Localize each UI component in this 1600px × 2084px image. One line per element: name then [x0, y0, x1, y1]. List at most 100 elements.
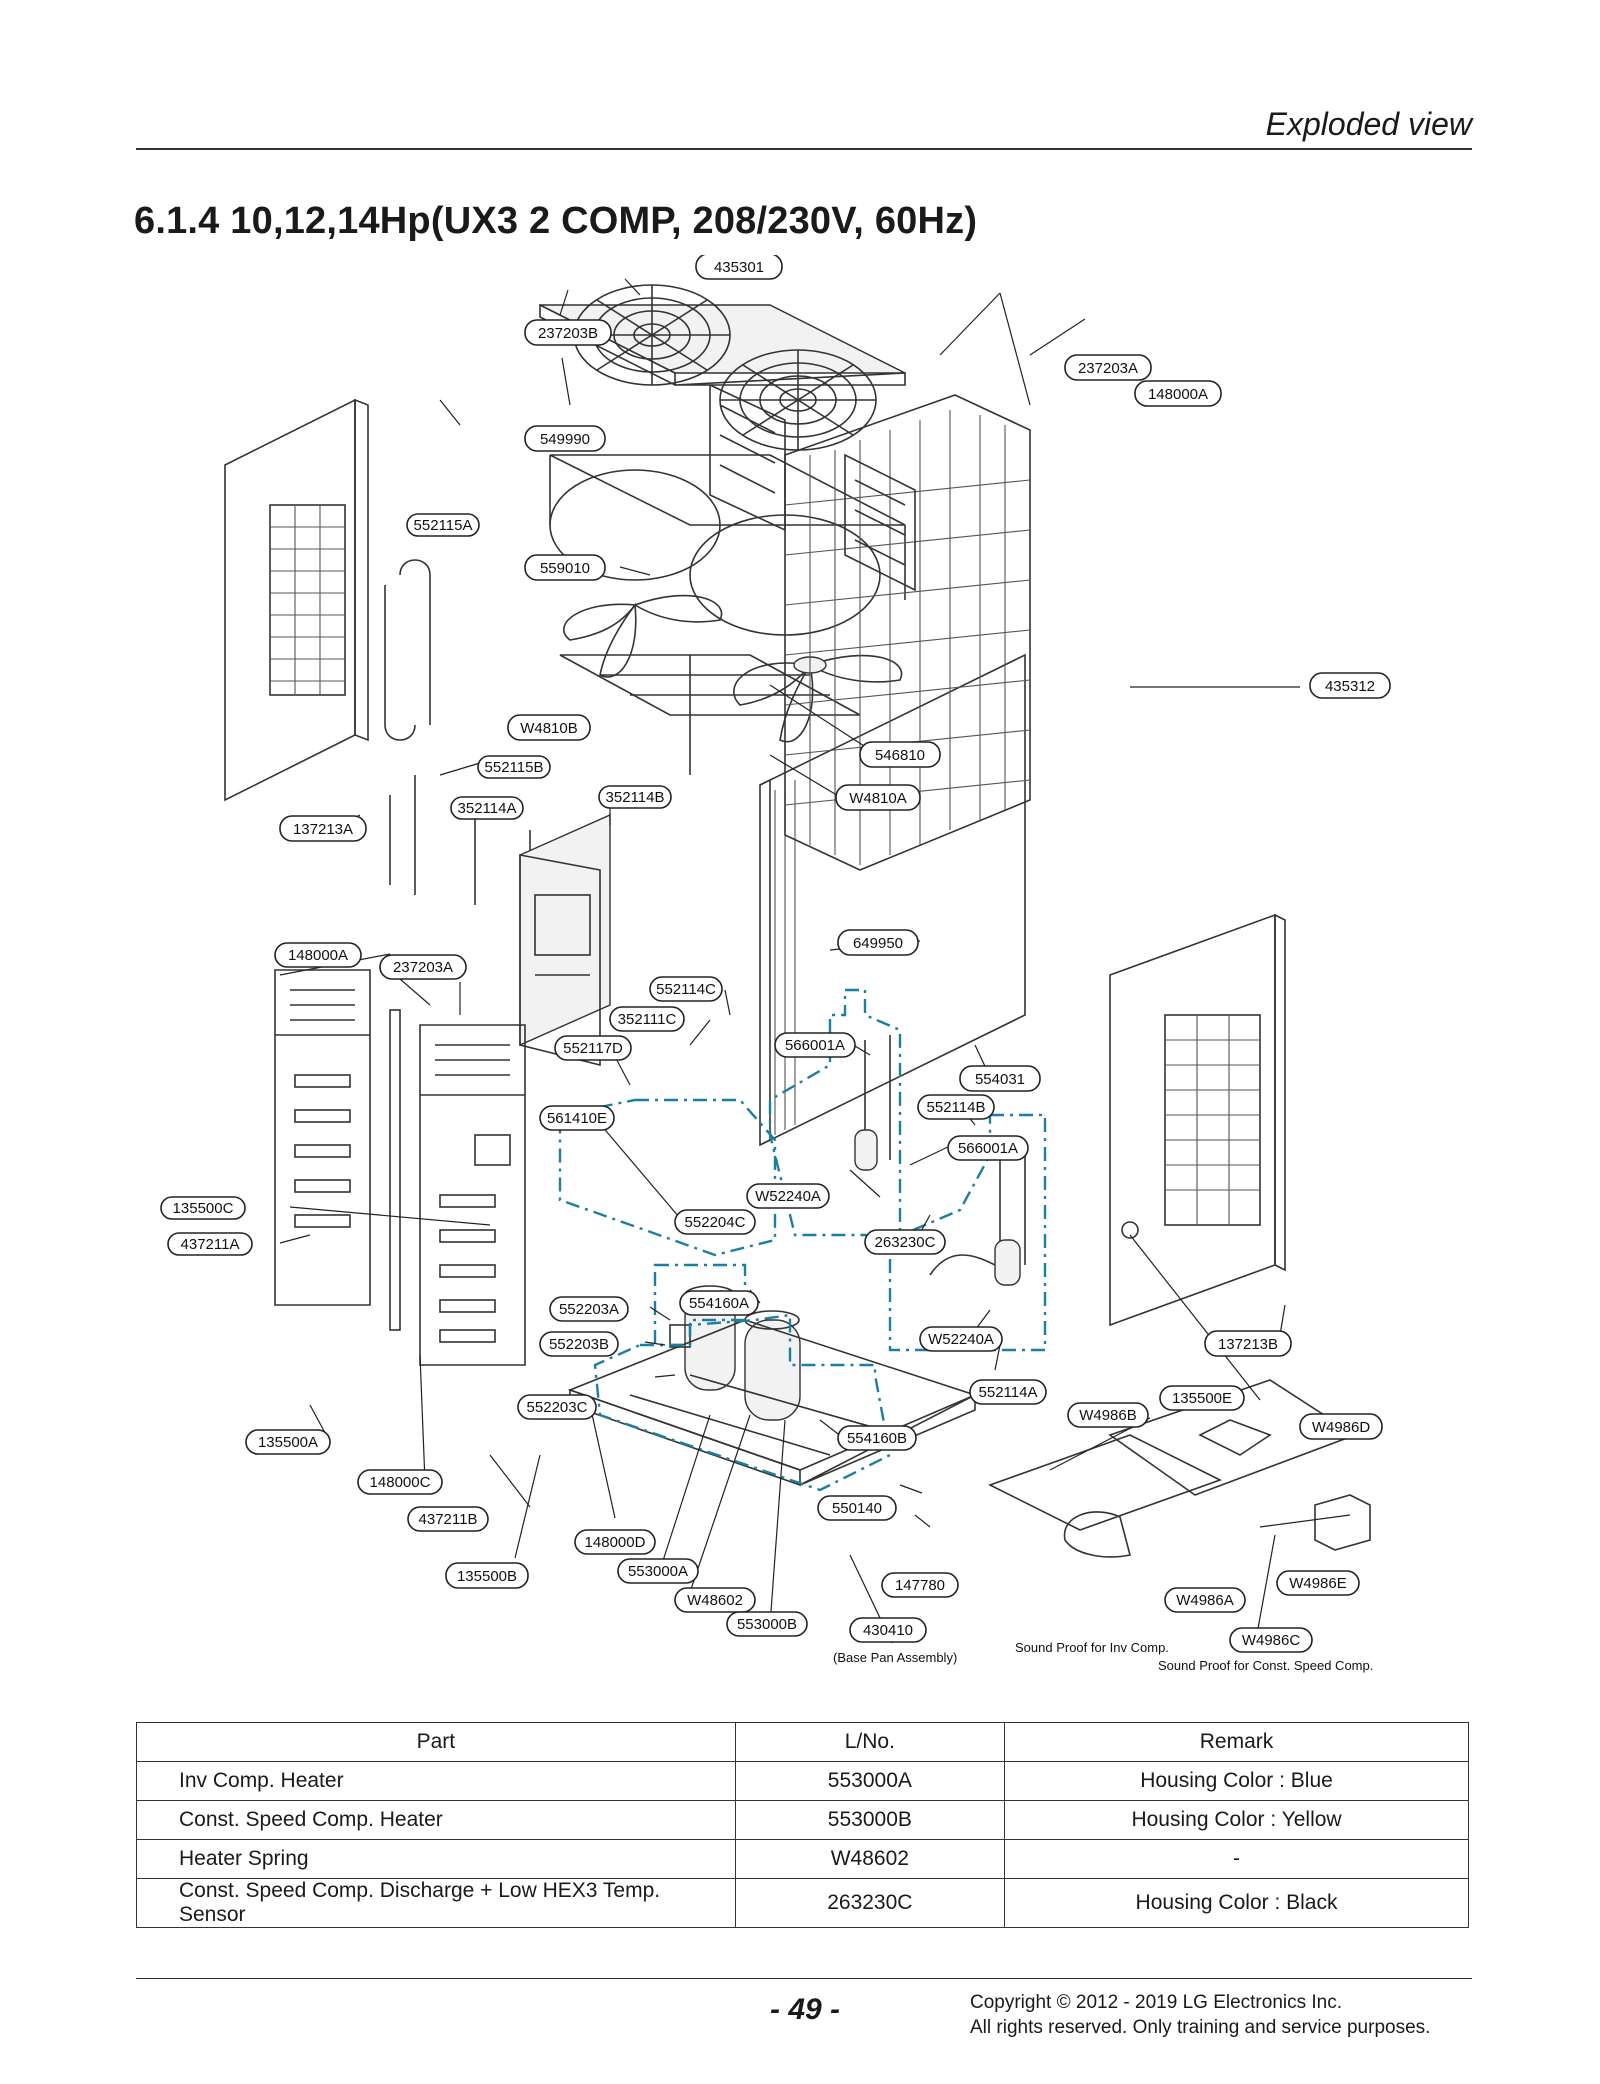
callout-147780: 147780	[881, 1572, 959, 1598]
table-row: Inv Comp. Heater 553000A Housing Color :…	[136, 1761, 1469, 1801]
svg-text:549990: 549990	[540, 431, 590, 448]
callout-552114C: 552114C	[649, 976, 723, 1002]
column-header-part: Part	[136, 1722, 736, 1762]
callout-430410: 430410	[849, 1617, 927, 1643]
callout-148000A-b: 148000A	[274, 942, 362, 968]
callout-554160A: 554160A	[679, 1290, 759, 1316]
callout-552203C: 552203C	[517, 1394, 597, 1420]
section-title: 6.1.4 10,12,14Hp(UX3 2 COMP, 208/230V, 6…	[134, 200, 978, 242]
svg-text:552203B: 552203B	[549, 1336, 609, 1353]
cell-part: Heater Spring	[136, 1839, 736, 1879]
svg-text:566001A: 566001A	[958, 1140, 1018, 1157]
callout-552114B: 552114B	[917, 1094, 995, 1120]
svg-text:135500C: 135500C	[173, 1200, 234, 1217]
callout-W4986D: W4986D	[1299, 1413, 1383, 1440]
cell-remark: Housing Color : Black	[1004, 1878, 1469, 1928]
svg-text:437211B: 437211B	[419, 1511, 478, 1528]
cell-lno: W48602	[734, 1839, 1006, 1879]
cell-lno: 553000B	[734, 1800, 1006, 1840]
svg-text:148000A: 148000A	[1148, 386, 1208, 403]
callout-135500B: 135500B	[445, 1562, 529, 1589]
copyright-line-1: Copyright © 2012 - 2019 LG Electronics I…	[970, 1992, 1343, 2013]
note-base-pan: (Base Pan Assembly)	[833, 1650, 957, 1665]
callout-148000D: 148000D	[574, 1529, 656, 1555]
footer-rule	[136, 1978, 1472, 1979]
cell-part: Inv Comp. Heater	[136, 1761, 736, 1801]
svg-text:237203B: 237203B	[538, 325, 598, 342]
callout-352114A: 352114A	[450, 796, 524, 820]
svg-text:552114A: 552114A	[979, 1384, 1038, 1401]
side-panel-left-upper	[224, 398, 369, 802]
header-rule	[136, 148, 1472, 150]
fan-shroud	[549, 454, 906, 636]
callout-W4986E: W4986E	[1276, 1570, 1360, 1596]
assembly-outline-screws	[653, 1263, 747, 1347]
table-row: Const. Speed Comp. Heater 553000B Housin…	[136, 1800, 1469, 1840]
svg-text:135500B: 135500B	[457, 1568, 517, 1585]
svg-text:559010: 559010	[540, 560, 590, 577]
callout-263230C: 263230C	[864, 1229, 946, 1255]
svg-text:W48602: W48602	[687, 1592, 743, 1609]
callout-561410E: 561410E	[539, 1105, 615, 1131]
svg-text:552115A: 552115A	[414, 517, 473, 534]
heat-exchanger-coil	[759, 653, 1026, 1147]
callout-W4986C: W4986C	[1229, 1627, 1313, 1653]
table-header-row: Part L/No. Remark	[136, 1722, 1469, 1762]
callout-559010: 559010	[524, 554, 606, 581]
fan-guard-right	[719, 349, 877, 451]
callout-549990: 549990	[524, 425, 606, 452]
callout-553000B: 553000B	[726, 1611, 808, 1637]
header-title: Exploded view	[1265, 106, 1472, 142]
table-row: Heater Spring W48602 -	[136, 1839, 1469, 1879]
callout-550140: 550140	[817, 1495, 897, 1521]
callout-566001A: 566001A	[774, 1032, 856, 1058]
callout-546810: 546810	[859, 741, 941, 768]
front-panel-left	[274, 969, 371, 1306]
svg-text:W4986B: W4986B	[1079, 1407, 1137, 1424]
callout-148000A: 148000A	[1134, 380, 1222, 407]
page-number: - 49 -	[770, 1993, 841, 2026]
refrigerant-pipes-left	[384, 559, 531, 920]
svg-text:148000C: 148000C	[370, 1474, 431, 1491]
svg-text:137213B: 137213B	[1218, 1336, 1278, 1353]
svg-text:352114A: 352114A	[458, 800, 517, 817]
callout-554160B: 554160B	[837, 1425, 917, 1451]
callout-552204C: 552204C	[674, 1209, 756, 1235]
callout-135500A: 135500A	[245, 1429, 331, 1455]
callout-137213B: 137213B	[1204, 1330, 1292, 1357]
callout-552203A: 552203A	[549, 1296, 629, 1322]
control-box	[519, 813, 611, 1067]
svg-text:649950: 649950	[853, 935, 903, 952]
svg-text:552203A: 552203A	[559, 1301, 619, 1318]
svg-text:430410: 430410	[863, 1622, 913, 1639]
callout-W4986A: W4986A	[1164, 1587, 1246, 1613]
svg-text:237203A: 237203A	[393, 959, 453, 976]
svg-text:W4986C: W4986C	[1242, 1632, 1301, 1649]
callout-437211B: 437211B	[407, 1506, 489, 1532]
callout-435312: 435312	[1309, 672, 1391, 699]
svg-text:552115B: 552115B	[485, 759, 544, 776]
svg-text:552114B: 552114B	[927, 1099, 986, 1116]
parts-table: Part L/No. Remark Inv Comp. Heater 55300…	[136, 1722, 1469, 1928]
callout-552115B: 552115B	[477, 755, 551, 779]
callout-W4986B: W4986B	[1067, 1402, 1149, 1428]
copyright: Copyright © 2012 - 2019 LG Electronics I…	[970, 1990, 1430, 2040]
table-row: Const. Speed Comp. Discharge + Low HEX3 …	[136, 1878, 1469, 1928]
callout-W52240A-b: W52240A	[919, 1326, 1003, 1352]
rear-louvers	[709, 383, 916, 592]
svg-text:553000B: 553000B	[737, 1616, 797, 1633]
callout-W52240A: W52240A	[746, 1183, 830, 1209]
svg-text:552117D: 552117D	[563, 1040, 623, 1057]
callout-237203A-b: 237203A	[379, 954, 467, 980]
cell-remark: -	[1004, 1839, 1469, 1879]
front-panel-center	[389, 1009, 526, 1366]
callout-552114A: 552114A	[969, 1379, 1047, 1405]
assembly-outline-accumulator	[558, 1098, 777, 1257]
callout-649950: 649950	[837, 929, 919, 956]
svg-text:352111C: 352111C	[618, 1011, 677, 1028]
callout-237203A: 237203A	[1064, 354, 1152, 381]
svg-text:W4986D: W4986D	[1312, 1419, 1371, 1436]
callout-554031: 554031	[959, 1065, 1041, 1092]
svg-text:W4810B: W4810B	[520, 720, 578, 737]
cell-part: Const. Speed Comp. Heater	[136, 1800, 736, 1840]
